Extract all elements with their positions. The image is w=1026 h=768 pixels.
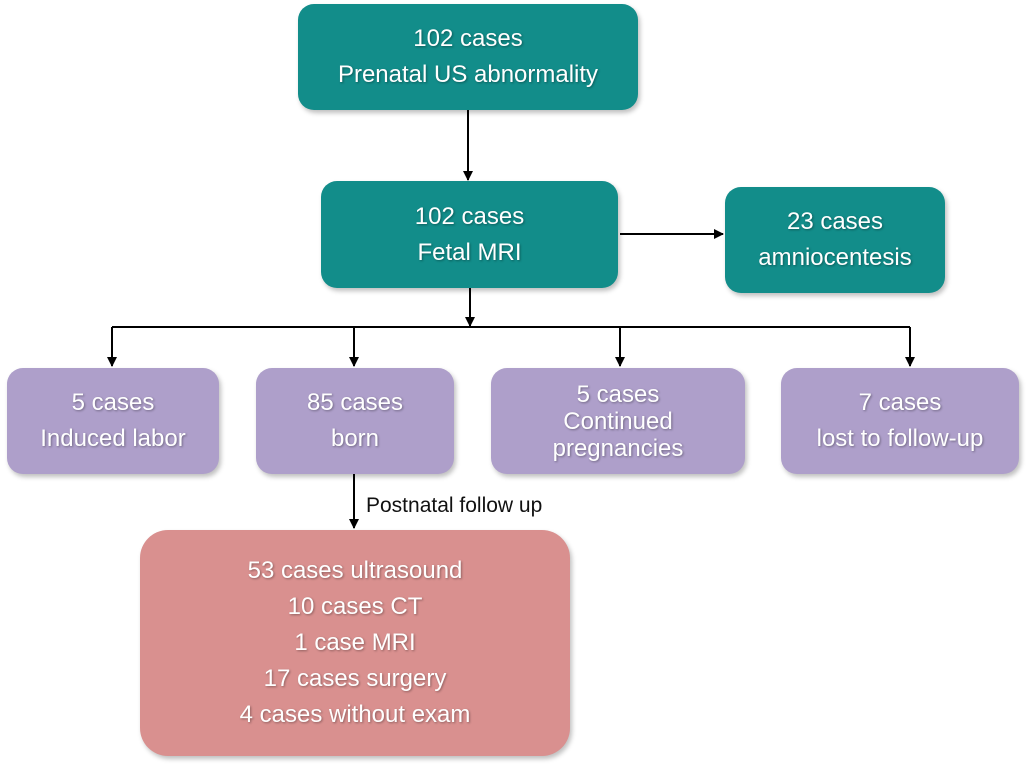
- followup-line: 10 cases CT: [287, 593, 423, 620]
- node-label-continued: pregnancies: [552, 434, 684, 462]
- node-prenatal-us-abnormality: 102 cases Prenatal US abnormality: [298, 4, 638, 110]
- node-label: lost to follow-up: [816, 425, 984, 452]
- node-label: born: [330, 425, 380, 452]
- node-postnatal-follow-up-results: 53 cases ultrasound 10 cases CT 1 case M…: [140, 530, 570, 756]
- node-count: 5 cases: [576, 380, 660, 408]
- node-born: 85 cases born: [256, 368, 454, 474]
- node-count: 102 cases: [413, 25, 523, 52]
- node-count: 5 cases: [71, 389, 155, 416]
- node-label: Fetal MRI: [417, 238, 522, 266]
- node-continued-pregnancies: 5 cases Continued pregnancies: [491, 368, 745, 474]
- node-induced-labor: 5 cases Induced labor: [7, 368, 219, 474]
- node-count: 7 cases: [858, 389, 942, 416]
- node-label: amniocentesis: [758, 244, 912, 271]
- node-count: 85 cases: [306, 389, 404, 416]
- node-label: Induced labor: [40, 425, 186, 452]
- node-count: 23 cases: [786, 208, 884, 235]
- node-amniocentesis: 23 cases amniocentesis: [725, 187, 945, 293]
- node-fetal-mri: 102 cases Fetal MRI: [321, 181, 618, 288]
- node-label: Continued: [563, 407, 673, 435]
- followup-line: 17 cases surgery: [263, 665, 447, 692]
- followup-line: 53 cases ultrasound: [247, 557, 463, 584]
- node-lost-to-follow-up: 7 cases lost to follow-up: [781, 368, 1019, 474]
- node-label: Prenatal US abnormality: [337, 61, 599, 88]
- edge-label-postnatal-follow-up: Postnatal follow up: [366, 494, 543, 517]
- followup-line: 4 cases without exam: [239, 701, 471, 728]
- followup-line: 1 case MRI: [294, 629, 416, 656]
- node-count: 102 cases: [414, 202, 525, 230]
